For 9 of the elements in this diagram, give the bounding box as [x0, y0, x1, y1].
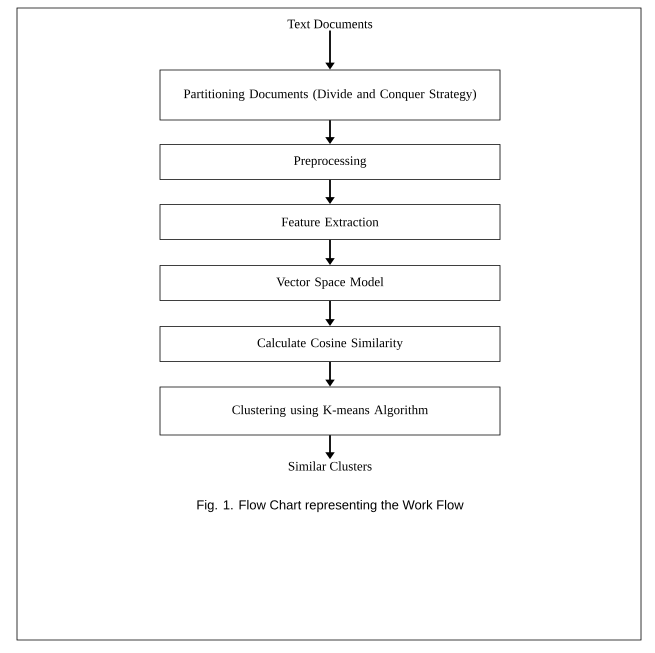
process-box: Calculate Cosine Similarity — [160, 326, 500, 362]
process-box: Partitioning Documents (Divide and Conquer Strategy) — [160, 70, 500, 120]
terminal-label: Similar Clusters — [288, 461, 372, 471]
process-box: Preprocessing — [160, 144, 500, 180]
process-box: Clustering using K-means Algorithm — [160, 386, 500, 436]
process-box: Vector Space Model — [160, 265, 500, 301]
terminal-label: Text Documents — [288, 20, 372, 28]
process-box: Feature Extraction — [160, 204, 500, 240]
caption: Fig. 1. Flow Chart representing the Work Flow — [197, 500, 464, 512]
